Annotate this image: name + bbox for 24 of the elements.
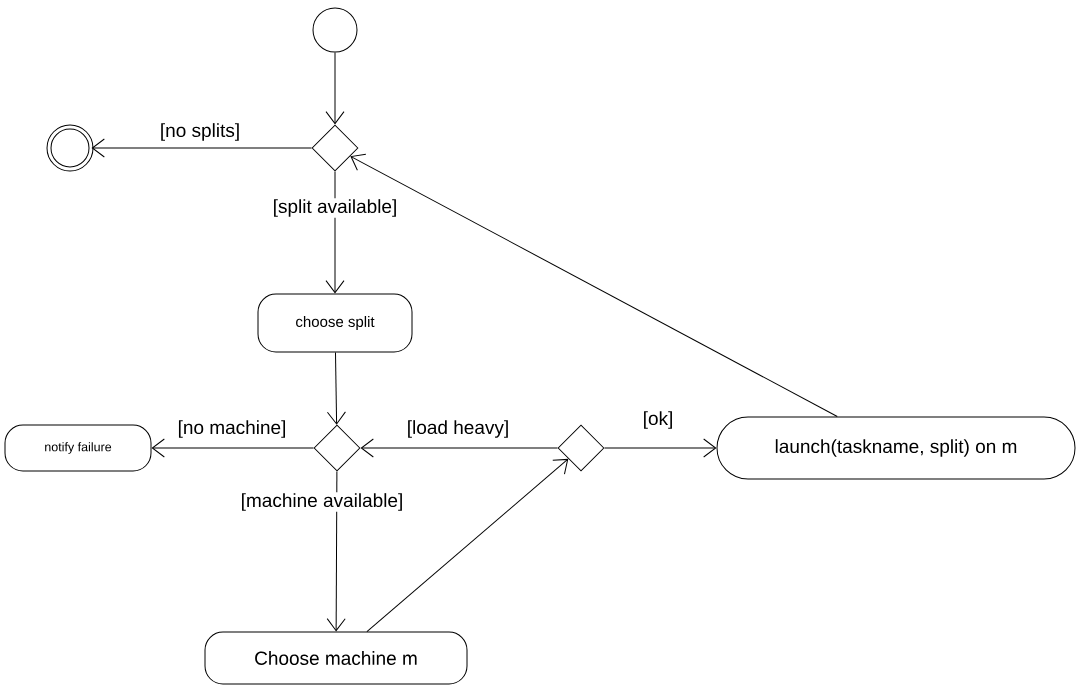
arrow (604, 438, 717, 458)
edge-label: [load heavy] (405, 419, 511, 439)
edge-label: [ok] (641, 410, 675, 430)
initial-node (312, 7, 358, 53)
action-box: launch(taskname, split) on m (716, 416, 1076, 480)
action-box: Choose machine m (204, 631, 468, 685)
final-node (46, 124, 94, 172)
arrow (350, 153, 838, 417)
arrow (91, 138, 312, 158)
edge-label: [no splits] (158, 122, 242, 142)
arrow (366, 458, 569, 632)
arrow (325, 52, 345, 125)
action-box: choose split (257, 293, 413, 353)
edge-label: [split available] (271, 198, 399, 218)
decision-diamond (313, 424, 361, 472)
edge-label: [no machine] (176, 419, 288, 439)
arrow (151, 438, 314, 458)
arrow (326, 352, 346, 425)
arrow (360, 438, 558, 458)
decision-diamond (557, 424, 605, 472)
edge-label: [machine available] (239, 492, 405, 512)
arrow (326, 470, 346, 632)
action-box: notify failure (4, 424, 152, 472)
decision-diamond (311, 124, 359, 172)
